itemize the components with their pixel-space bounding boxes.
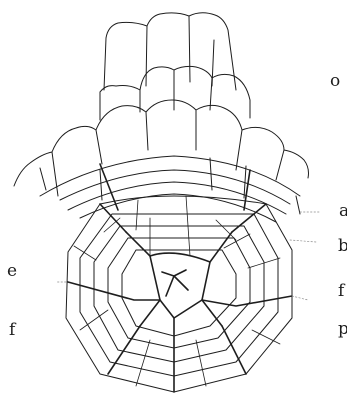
label-e: e bbox=[7, 261, 18, 281]
central-ring-outer bbox=[65, 195, 293, 393]
label-b: b bbox=[338, 236, 347, 256]
faint-right-marks bbox=[55, 211, 321, 301]
central-ring-3 bbox=[93, 225, 265, 363]
top-cell-row-3 bbox=[13, 99, 309, 197]
top-cell-row-1 bbox=[103, 12, 237, 91]
label-f-left: f bbox=[9, 320, 16, 340]
radial-dividers bbox=[73, 195, 281, 387]
top-cell-row-2 bbox=[99, 65, 251, 121]
label-f-right: f bbox=[338, 281, 345, 301]
central-core bbox=[67, 163, 293, 393]
inner-layer-rings bbox=[39, 155, 301, 223]
label-a: a bbox=[339, 201, 347, 221]
central-ring-4 bbox=[107, 237, 251, 349]
label-p: p bbox=[338, 319, 347, 339]
label-o: o bbox=[330, 71, 341, 91]
central-ring-5 bbox=[121, 249, 237, 337]
